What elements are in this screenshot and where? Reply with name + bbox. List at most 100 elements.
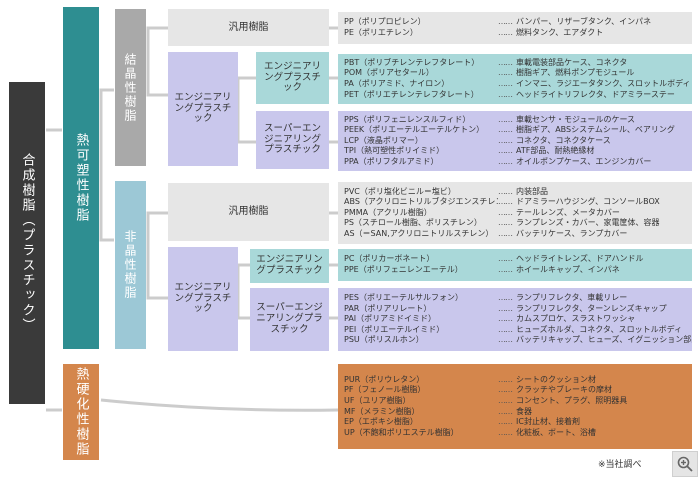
- usage-text: ATF部品、耐熱絶縁材: [516, 146, 595, 156]
- material-name: PMMA（アクリル樹脂）: [344, 207, 432, 217]
- material-name: PBT（ポリブチレンテレフタレート）: [344, 57, 480, 67]
- leader-dots: ……: [498, 57, 513, 67]
- zoom-in-icon: [677, 456, 693, 472]
- material-row: PBT（ポリブチレンテレフタレート） ……車載電装部品ケース、コネクタ: [344, 58, 692, 69]
- usage-text: シートのクッション材: [516, 374, 596, 384]
- material-row: PPS（ポリフェニレンスルフィド）……車載センサ・モジュールのケース: [344, 115, 692, 126]
- usage-text: ランプレンズ・カバー、家電筐体、容器: [516, 218, 660, 228]
- material-name: PEI（ポリエーテルイミド）: [344, 324, 445, 334]
- leader-dots: ……: [498, 324, 513, 334]
- leader-dots: ……: [498, 218, 513, 228]
- usage-text: ドアミラーハウジング、コンソールBOX: [516, 197, 660, 207]
- general-resin-label-2: 汎用樹脂: [228, 206, 269, 218]
- material-name: PPE（ポリフェニレンエーテル）: [344, 265, 463, 274]
- material-row: UP（不飽和ポリエステル樹脂）……化粧板、ボート、浴槽: [344, 428, 692, 439]
- material-name: PES（ポリエーテルサルフォン）: [344, 293, 463, 303]
- material-name: PC（ポリカーボネート）: [344, 254, 435, 264]
- material-name: POM（ポリアセタール）: [344, 68, 434, 78]
- usage-text: バッテリケース、ランプカバー: [516, 228, 628, 238]
- leader-dots: ……: [498, 207, 513, 217]
- leader-dots: ……: [498, 146, 513, 156]
- leader-dots: ……: [498, 314, 513, 324]
- material-row: PE（ポリエチレン）……燃料タンク、エアダクト: [344, 28, 692, 39]
- leader-dots: ……: [498, 395, 513, 405]
- material-name: PAI（ポリアミドイミド）: [344, 314, 436, 324]
- leader-dots: ……: [498, 186, 513, 196]
- engineering-plastic-sub-label-2: エンジニアリングプラスチック: [256, 254, 323, 276]
- usage-text: 車載電装部品ケース、コネクタ: [516, 57, 628, 67]
- crystalline-label: 結晶性樹脂: [115, 9, 146, 166]
- engineering-plastic-sub-label-1: エンジニアリングプラスチック: [263, 60, 321, 94]
- leader-dots: ……: [498, 228, 513, 238]
- material-row: PAI（ポリアミドイミド） ……カムスプロケ、スラストワッシャ: [344, 314, 692, 325]
- material-name: LCP（液晶ポリマー）: [344, 135, 423, 145]
- material-row: PUR（ポリウレタン） ……シートのクッション材: [344, 375, 692, 386]
- leader-dots: ……: [498, 427, 513, 437]
- root-label-text: 合成樹脂（プラスチック）: [19, 153, 35, 333]
- leader-dots: ……: [498, 293, 513, 303]
- material-name: AS（＝SAN,アクリロニトリルスチレン）: [344, 228, 494, 238]
- usage-text: ホイールキャップ、インパネ: [516, 265, 620, 274]
- usage-text: カムスプロケ、スラストワッシャ: [516, 314, 636, 324]
- material-name: PEEK（ポリエーテルエーテルケトン）: [344, 125, 485, 135]
- usage-text: コンセント、プラグ、照明器具: [516, 395, 628, 405]
- usage-text: ランプリフレクタ、ターンレンズキャップ: [516, 303, 667, 313]
- usage-text: クラッチやブレーキの摩材: [516, 385, 612, 395]
- material-name: PS（スチロール樹脂、ポリスチレン）: [344, 218, 482, 228]
- material-row: PES（ポリエーテルサルフォン） ……ランプリフレクタ、車載リレー: [344, 293, 692, 304]
- material-row: ABS（アクリロニトリルブタジエンスチレン）……ドアミラーハウジング、コンソール…: [344, 197, 692, 208]
- thermoset-label: 熱硬化性樹脂: [63, 364, 99, 460]
- engineering-plastic-sub-box-2: [250, 249, 329, 283]
- leader-dots: ……: [498, 135, 513, 145]
- material-row: PP（ポリプロピレン）……バンパー、リザーブタンク、インパネ: [344, 17, 692, 28]
- material-name: PP（ポリプロピレン）: [344, 17, 426, 27]
- leader-dots: ……: [498, 335, 513, 345]
- engineering-plastic-label-1: エンジニアリングプラスチック: [174, 91, 232, 125]
- leader-dots: ……: [498, 68, 513, 78]
- leader-dots: ……: [498, 114, 513, 124]
- engineering-plastic-sub-box-1: [256, 52, 329, 104]
- material-row: AS（＝SAN,アクリロニトリルスチレン） ……バッテリケース、ランプカバー: [344, 229, 692, 240]
- usage-text: バッテリキャップ、ヒューズ、イグニッション部品: [516, 335, 692, 345]
- material-name: PET（ポリエチレンテレフタレート）: [344, 89, 479, 99]
- super-engineering-label-1: スーパーエンジニアリングプラスチック: [263, 122, 321, 156]
- material-name: PF（フェノール樹脂）: [344, 385, 426, 395]
- material-row: PS（スチロール樹脂、ポリスチレン） ……ランプレンズ・カバー、家電筐体、容器: [344, 218, 692, 229]
- usage-text: テールレンズ、メータカバー: [516, 207, 620, 217]
- usage-text: IC封止材、接着剤: [516, 417, 580, 427]
- usage-text: 樹脂ギア、燃料ポンプモジュール: [516, 68, 635, 78]
- material-row: UF（ユリア樹脂）……コンセント、プラグ、照明器具: [344, 396, 692, 407]
- super-engineering-label-2: スーパーエンジニアリングプラスチック: [256, 302, 323, 335]
- root-label: 合成樹脂（プラスチック）: [9, 82, 45, 404]
- material-row: PSU（ポリスルホン）……バッテリキャップ、ヒューズ、イグニッション部品: [344, 335, 692, 346]
- leader-dots: ……: [498, 89, 513, 99]
- general-resin-label-1: 汎用樹脂: [228, 21, 269, 33]
- usage-text: インマニ、ラジエータタンク、スロットルボディ: [516, 79, 691, 88]
- zoom-button[interactable]: [672, 451, 698, 477]
- leader-dots: ……: [498, 374, 513, 384]
- material-row: LCP（液晶ポリマー）……コネクタ、コネクタケース: [344, 136, 692, 147]
- leader-dots: ……: [498, 265, 513, 274]
- material-row: PAR（ポリアリレート）……ランプリフレクタ、ターンレンズキャップ: [344, 304, 692, 315]
- material-row: POM（ポリアセタール） ……樹脂ギア、燃料ポンプモジュール: [344, 68, 692, 79]
- usage-text: 燃料タンク、エアダクト: [516, 28, 604, 37]
- super-engineering-box-1: [256, 111, 329, 169]
- material-row: MF（メラミン樹脂）……食器: [344, 407, 692, 418]
- usage-text: ランプリフレクタ、車載リレー: [516, 293, 628, 303]
- material-name: MF（メラミン樹脂）: [344, 406, 420, 416]
- usage-text: 内装部品: [516, 186, 548, 196]
- material-name: PPS（ポリフェニレンスルフィド）: [344, 114, 471, 124]
- usage-text: ヘッドライトレンズ、ドアハンドル: [516, 254, 644, 264]
- material-row: PMMA（アクリル樹脂） ……テールレンズ、メータカバー: [344, 208, 692, 219]
- material-row: PEEK（ポリエーテルエーテルケトン）……樹脂ギア、ABSシステムシール、ベアリ…: [344, 125, 692, 136]
- material-row: PA（ポリアミド、ナイロン）……インマニ、ラジエータタンク、スロットルボディ: [344, 79, 692, 90]
- leader-dots: ……: [498, 406, 513, 416]
- usage-text: 樹脂ギア、ABSシステムシール、ベアリング: [516, 125, 675, 135]
- material-name: PUR（ポリウレタン）: [344, 374, 425, 384]
- leader-dots: ……: [498, 197, 513, 207]
- material-name: UP（不飽和ポリエステル樹脂）: [344, 427, 459, 437]
